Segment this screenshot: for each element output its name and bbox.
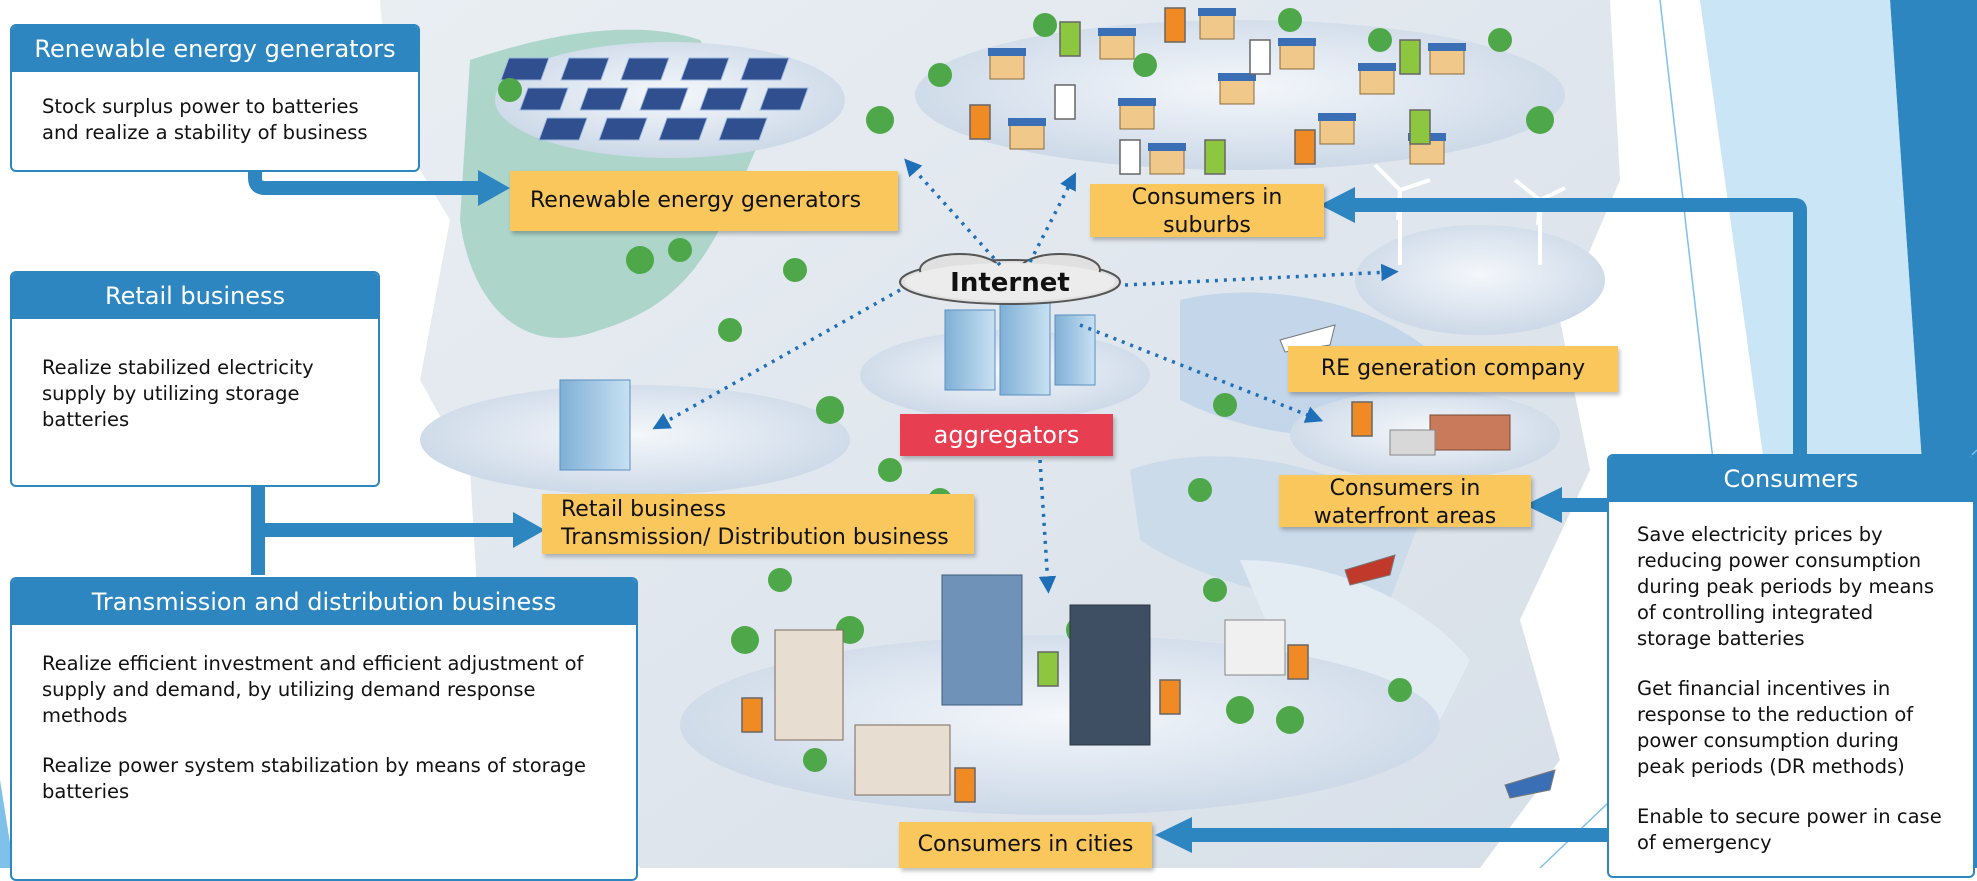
consumers-p1-line-3: during peak periods by means [1637, 575, 1934, 598]
label-re-generation-company: RE generation company [1288, 346, 1618, 392]
label-consumers-suburbs-line-2: suburbs [1163, 213, 1251, 238]
label-retail-line-2: Transmission/ Distribution business [561, 525, 949, 550]
connector-arrowheads [478, 170, 1562, 853]
retail-line-3: batteries [42, 408, 130, 431]
renewable-box-text: Stock surplus power to batteries and rea… [12, 72, 418, 146]
consumers-p1-line-4: of controlling integrated [1637, 601, 1874, 624]
label-consumers-suburbs-line-1: Consumers in [1131, 185, 1283, 210]
dotted-communication-links [652, 158, 1399, 594]
label-consumers-waterfront: Consumers in waterfront areas [1279, 475, 1531, 529]
consumers-box-text: Save electricity prices by reducing powe… [1609, 502, 1973, 856]
renewable-box-title: Renewable energy generators [12, 26, 418, 72]
label-consumers-suburbs: Consumers in suburbs [1090, 184, 1324, 238]
transmission-p1-line-2: supply and demand, by utilizing demand r… [42, 678, 536, 701]
label-consumers-cities: Consumers in cities [899, 822, 1152, 868]
label-retail-line-1: Retail business [561, 497, 727, 522]
renewable-line-2: and realize a stability of business [42, 121, 368, 144]
consumers-p3-line-2: of emergency [1637, 831, 1772, 854]
transmission-p1-line-3: methods [42, 704, 128, 727]
consumers-p2-line-4: peak periods (DR methods) [1637, 755, 1905, 778]
transmission-p1-line-1: Realize efficient investment and efficie… [42, 652, 584, 675]
tree-icons [498, 8, 1554, 772]
consumers-p2-line-1: Get financial incentives in [1637, 677, 1891, 700]
solar-panel-field [500, 57, 809, 141]
label-waterfront-line-2: waterfront areas [1313, 504, 1497, 529]
label-retail-transmission: Retail business Transmission/ Distributi… [542, 494, 974, 554]
consumers-p1-line-5: storage batteries [1637, 627, 1805, 650]
internet-cloud [899, 253, 1121, 305]
retail-box-title: Retail business [12, 273, 378, 319]
ship-icons [1279, 324, 1556, 799]
transmission-p2-line-1: Realize power system stabilization by me… [42, 754, 587, 777]
consumers-p2-line-2: response to the reduction of [1637, 703, 1914, 726]
retail-line-2: supply by utilizing storage [42, 382, 300, 405]
consumers-p2-line-3: power consumption during [1637, 729, 1899, 752]
consumers-p1-line-2: reducing power consumption [1637, 549, 1922, 572]
transmission-box-text: Realize efficient investment and efficie… [12, 625, 636, 805]
label-internet: Internet [950, 268, 1070, 298]
consumers-p3-line-1: Enable to secure power in case [1637, 805, 1942, 828]
retail-line-1: Realize stabilized electricity [42, 356, 314, 379]
renewable-energy-generators-box: Renewable energy generators Stock surplu… [10, 24, 420, 172]
battery-icons [741, 7, 1431, 803]
renewable-line-1: Stock surplus power to batteries [42, 95, 359, 118]
transmission-box-title: Transmission and distribution business [12, 579, 636, 625]
consumers-box-title: Consumers [1609, 456, 1973, 502]
transmission-p2-line-2: batteries [42, 780, 130, 803]
label-waterfront-line-1: Consumers in [1329, 476, 1481, 501]
consumers-box: Consumers Save electricity prices by red… [1607, 454, 1975, 878]
retail-business-box: Retail business Realize stabilized elect… [10, 271, 380, 487]
office-building-icons [559, 299, 1286, 796]
label-renewable-generators: Renewable energy generators [510, 171, 898, 231]
label-aggregators: aggregators [900, 414, 1113, 456]
consumers-p1-line-1: Save electricity prices by [1637, 523, 1883, 546]
factory-icon [1389, 414, 1511, 456]
retail-box-text: Realize stabilized electricity supply by… [12, 319, 378, 433]
transmission-distribution-box: Transmission and distribution business R… [10, 577, 638, 881]
